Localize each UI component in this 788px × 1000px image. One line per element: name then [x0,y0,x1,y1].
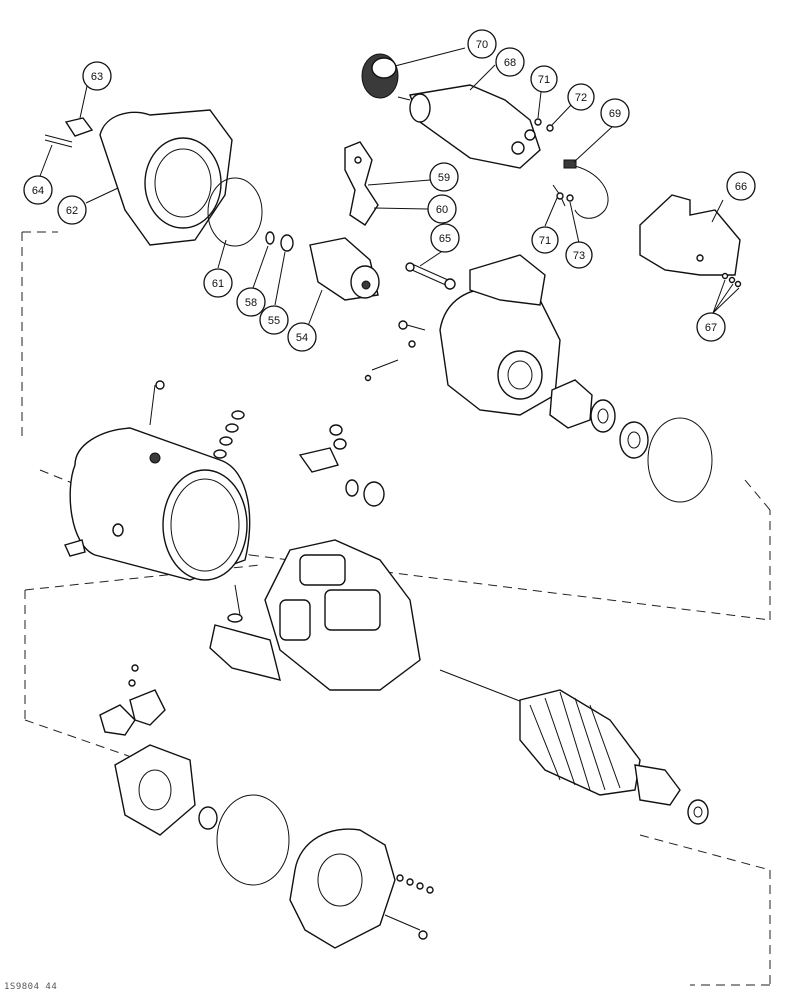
nut-washer-parts-top [534,118,554,132]
svg-text:68: 68 [504,57,516,69]
svg-text:59: 59 [438,172,450,184]
svg-text:63: 63 [91,71,103,83]
callout-67: 67 [696,312,726,342]
callout-72: 72 [567,83,595,111]
callout-68: 68 [495,47,525,77]
svg-text:67: 67 [705,322,717,334]
callout-62: 62 [57,195,87,225]
callout-54: 54 [287,322,317,352]
leader-lines [39,47,740,327]
callout-55: 55 [259,305,289,335]
svg-text:71: 71 [538,74,550,86]
svg-text:66: 66 [735,181,747,193]
callout-64: 64 [23,175,53,205]
svg-text:72: 72 [575,92,587,104]
field-frame-part [64,380,251,581]
callout-71-bottom: 71 [531,226,559,254]
svg-text:60: 60 [436,204,448,216]
drive-housing-part [44,109,233,246]
callout-70: 70 [467,29,497,59]
cable-lead-part [552,159,609,219]
callout-bubbles: 70 68 71 72 69 63 64 62 59 60 66 65 71 7… [23,29,756,352]
svg-text:69: 69 [609,108,621,120]
figure-code: 1S9804 44 [4,982,58,992]
callout-60: 60 [427,194,457,224]
callout-71-top: 71 [530,65,558,93]
drive-assembly-parts [265,231,380,301]
svg-text:54: 54 [296,332,308,344]
solenoid-part [397,84,541,169]
field-coil-part [227,539,421,691]
callout-69: 69 [600,98,630,128]
pole-shoe-part [209,624,281,681]
svg-text:73: 73 [573,250,585,262]
svg-text:61: 61 [212,278,224,290]
callout-61: 61 [203,268,233,298]
svg-text:71: 71 [539,235,551,247]
shift-lever-part [344,141,379,226]
o-ring-61-part [207,177,263,247]
solenoid-cap-part [361,53,399,99]
brush-holder-part [99,664,434,949]
callout-65: 65 [430,223,460,253]
callout-73: 73 [565,241,593,269]
armature-part [439,669,709,825]
terminal-insulator-parts [213,410,385,507]
svg-text:64: 64 [32,185,44,197]
intermediate-housing-part [364,254,561,416]
callout-66: 66 [726,171,756,201]
callout-63: 63 [82,61,112,91]
callout-58: 58 [236,287,266,317]
svg-text:58: 58 [245,297,257,309]
right-bushing-washer-parts [549,379,713,503]
svg-text:70: 70 [476,39,488,51]
callout-59: 59 [429,162,459,192]
shield-plate-part [639,194,742,288]
svg-text:55: 55 [268,315,280,327]
svg-text:65: 65 [439,233,451,245]
svg-text:62: 62 [66,205,78,217]
